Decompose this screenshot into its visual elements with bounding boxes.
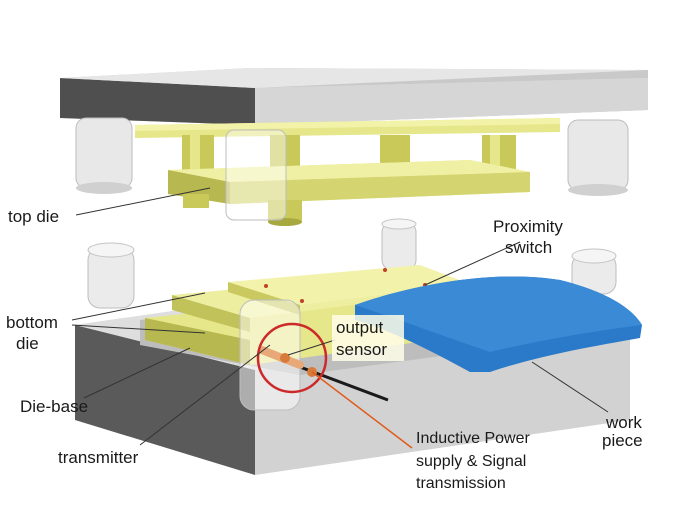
label-output-line1: output [336, 318, 384, 337]
label-bottom-die-line2: die [16, 334, 39, 353]
label-transmitter: transmitter [58, 448, 139, 467]
label-inductive-line2: supply & Signal [416, 453, 526, 470]
label-proximity-line2: switch [505, 238, 552, 257]
top-die [168, 160, 530, 226]
label-die-base: Die-base [20, 397, 88, 416]
top-plate [60, 68, 648, 125]
label-bottom-die-line1: bottom [6, 313, 58, 332]
top-translucent-post [226, 130, 286, 220]
label-output-line2: sensor [336, 340, 387, 359]
label-inductive-line1: Inductive Power [416, 430, 531, 447]
label-work-line1: work [605, 413, 642, 432]
label-top-die: top die [8, 207, 59, 226]
label-proximity-line1: Proximity [493, 217, 563, 236]
label-inductive-line3: transmission [416, 475, 506, 492]
label-work-line2: piece [602, 431, 643, 450]
